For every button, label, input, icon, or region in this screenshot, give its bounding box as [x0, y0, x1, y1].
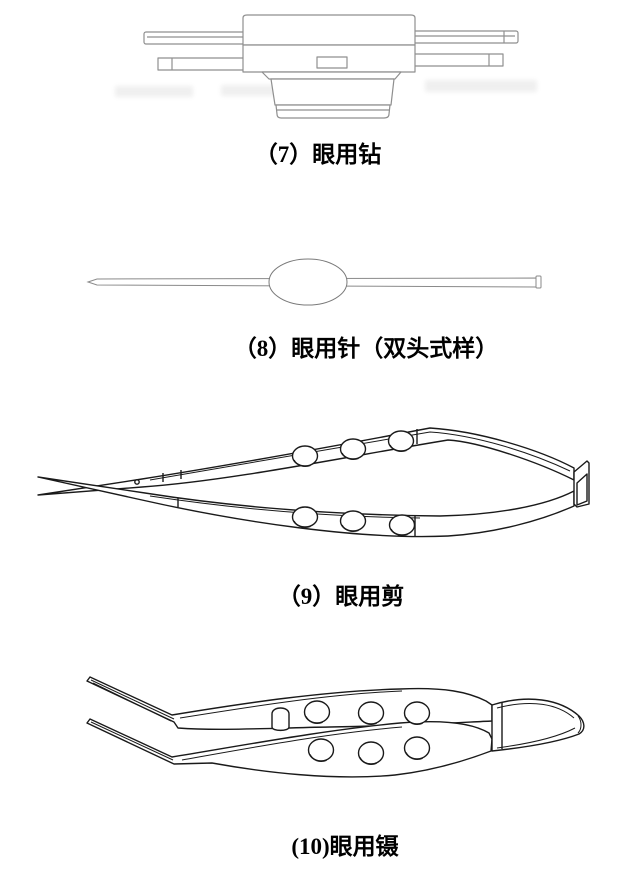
handle-hole — [303, 700, 331, 724]
pivot-screw — [134, 479, 140, 485]
drill-chuck — [261, 71, 402, 119]
scissors-spring-connector — [573, 460, 590, 508]
handle-hole — [403, 701, 431, 725]
handle-hole — [403, 736, 431, 760]
ophthalmic-scissors-drawing — [37, 427, 590, 538]
scissors-upper-arm — [37, 427, 575, 496]
stop-peg — [271, 707, 290, 732]
bleedthrough-artifact — [115, 86, 193, 97]
handle-hole — [357, 741, 385, 765]
handle-hole — [357, 701, 385, 725]
drill-illustration — [143, 14, 519, 119]
ophthalmic-drill-drawing — [143, 14, 519, 119]
ophthalmic-needle-drawing — [86, 258, 542, 306]
handle-hole — [387, 430, 415, 452]
needle-center-grip — [268, 258, 348, 306]
ophthalmic-forceps-drawing — [86, 676, 585, 778]
needle-end-cap — [535, 275, 542, 289]
scissors-illustration — [37, 427, 590, 538]
drill-body — [242, 14, 416, 73]
handle-hole — [291, 506, 319, 528]
figure-caption-9: （9）眼用剪 — [277, 584, 405, 609]
figure-caption-10: (10)眼用镊 — [291, 834, 399, 859]
bleedthrough-artifact — [221, 85, 291, 96]
figure-caption-8: （8）眼用针（双头式样） — [233, 336, 499, 361]
bleedthrough-artifact — [425, 80, 537, 92]
handle-hole — [339, 438, 367, 460]
forceps-illustration — [86, 676, 585, 778]
handle-hole — [339, 510, 367, 532]
handle-hole — [388, 514, 416, 536]
needle-illustration — [86, 258, 542, 306]
handle-hole — [307, 738, 335, 762]
handle-hole — [291, 445, 319, 467]
figure-caption-7: （7）眼用钻 — [254, 142, 382, 167]
forceps-spring-end — [491, 698, 585, 752]
